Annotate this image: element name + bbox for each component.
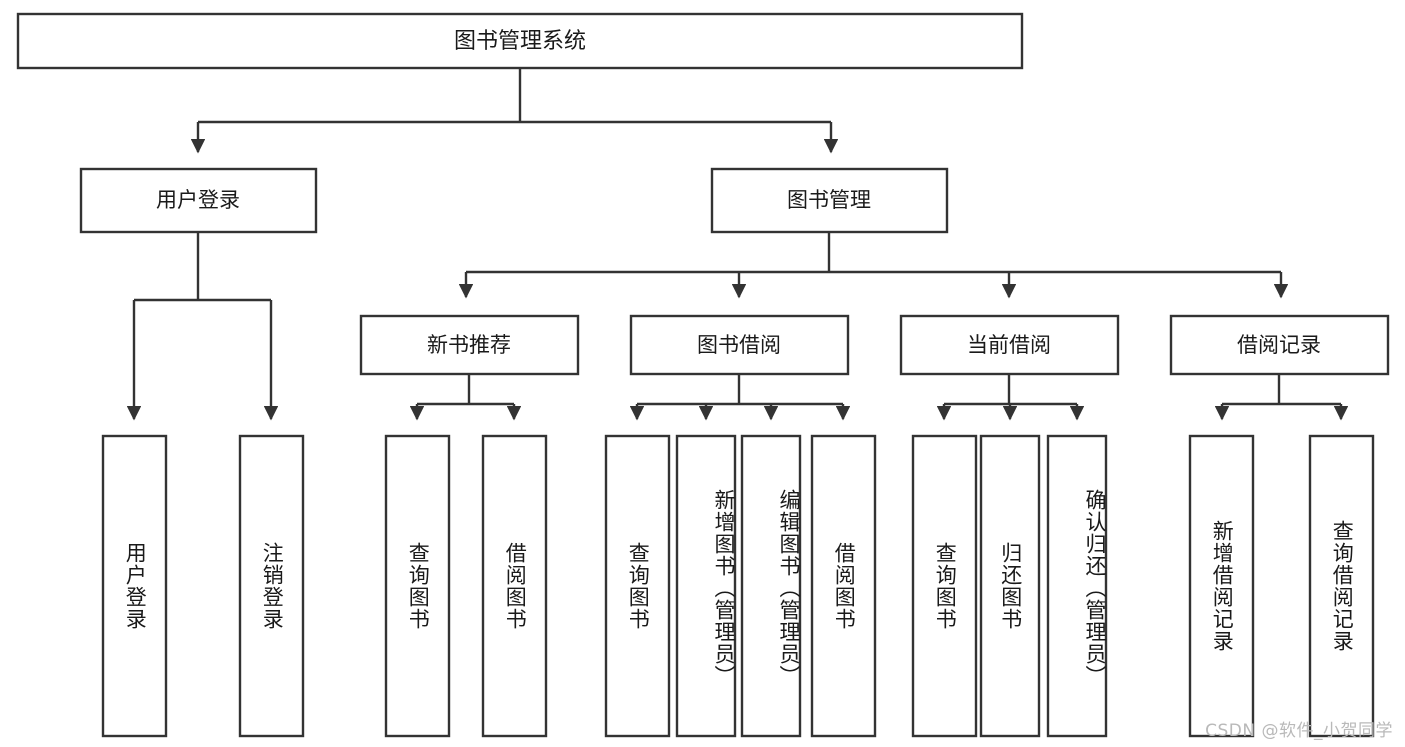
connector-book-manage-to-level3 [458,232,1289,299]
leaf-borrow-book-2-box[interactable] [810,434,877,738]
connector-borrow-record-to-leaves [1214,374,1349,421]
node-user-login[interactable]: 用户登录 [79,167,318,234]
leaf-return-book-box[interactable] [979,434,1041,738]
leaf-borrow-book-1-box[interactable] [481,434,548,738]
connector-book-borrow-to-leaves [629,374,851,421]
csdn-watermark: CSDN @软件_小贺同学 [1205,721,1393,741]
leaf-user-login-box[interactable] [101,434,168,738]
node-current-borrow-box [899,314,1120,376]
node-book-manage-label: 图书管理 [787,188,871,212]
node-borrow-record[interactable]: 借阅记录 [1169,314,1390,376]
node-book-borrow-label: 图书借阅 [697,333,781,357]
connector-new-book-recommend-to-leaves [409,374,522,421]
leaf-query-book-1-box[interactable] [384,434,451,738]
leaf-boxes [101,434,1375,738]
node-current-borrow-label: 当前借阅 [967,333,1051,357]
connector-current-borrow-to-leaves [936,374,1085,421]
leaf-query-record-box[interactable] [1308,434,1375,738]
leaf-add-book-box[interactable] [675,434,737,738]
connector-root-to-level2 [190,68,839,154]
node-root-label: 图书管理系统 [454,29,586,54]
node-root-box [16,12,1024,70]
leaf-confirm-return-box[interactable] [1046,434,1108,738]
node-root[interactable]: 图书管理系统 [16,12,1024,70]
connector-user-login-to-leaves [126,232,279,421]
leaf-logout-box[interactable] [238,434,305,738]
node-new-book-recommend-label: 新书推荐 [427,333,511,357]
node-book-manage[interactable]: 图书管理 [710,167,949,234]
node-new-book-recommend[interactable]: 新书推荐 [359,314,580,376]
node-book-borrow[interactable]: 图书借阅 [629,314,850,376]
leaf-query-book-3-box[interactable] [911,434,978,738]
leaf-edit-book-box[interactable] [740,434,802,738]
node-user-login-label: 用户登录 [156,188,240,212]
node-new-book-recommend-box [359,314,580,376]
node-current-borrow[interactable]: 当前借阅 [899,314,1120,376]
node-borrow-record-label: 借阅记录 [1237,333,1321,357]
leaf-add-record-box[interactable] [1188,434,1255,738]
node-user-login-box [79,167,318,234]
leaf-query-book-2-box[interactable] [604,434,671,738]
